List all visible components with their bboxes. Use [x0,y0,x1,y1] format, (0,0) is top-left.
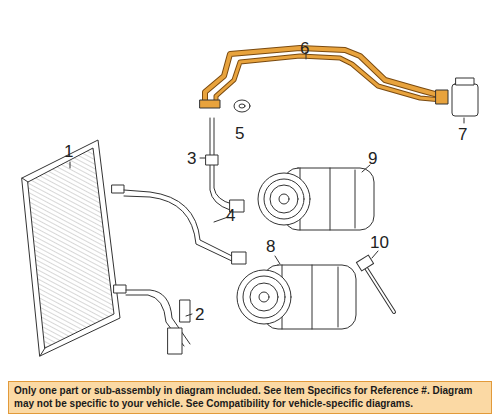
callout-number: 6 [300,40,309,57]
callout-number: 3 [187,150,196,167]
disclaimer-box: Only one part or sub-assembly in diagram… [8,381,492,414]
callout-number: 5 [235,125,244,142]
callout-number: 4 [226,207,235,224]
callout-number: 8 [266,238,275,255]
callout-number: 9 [368,150,377,167]
callout-number: 10 [370,234,389,251]
callout-number: 1 [64,143,73,160]
callout-number: 2 [195,306,204,323]
disclaimer-text: Only one part or sub-assembly in diagram… [14,385,486,410]
callout-number: 7 [458,126,467,143]
